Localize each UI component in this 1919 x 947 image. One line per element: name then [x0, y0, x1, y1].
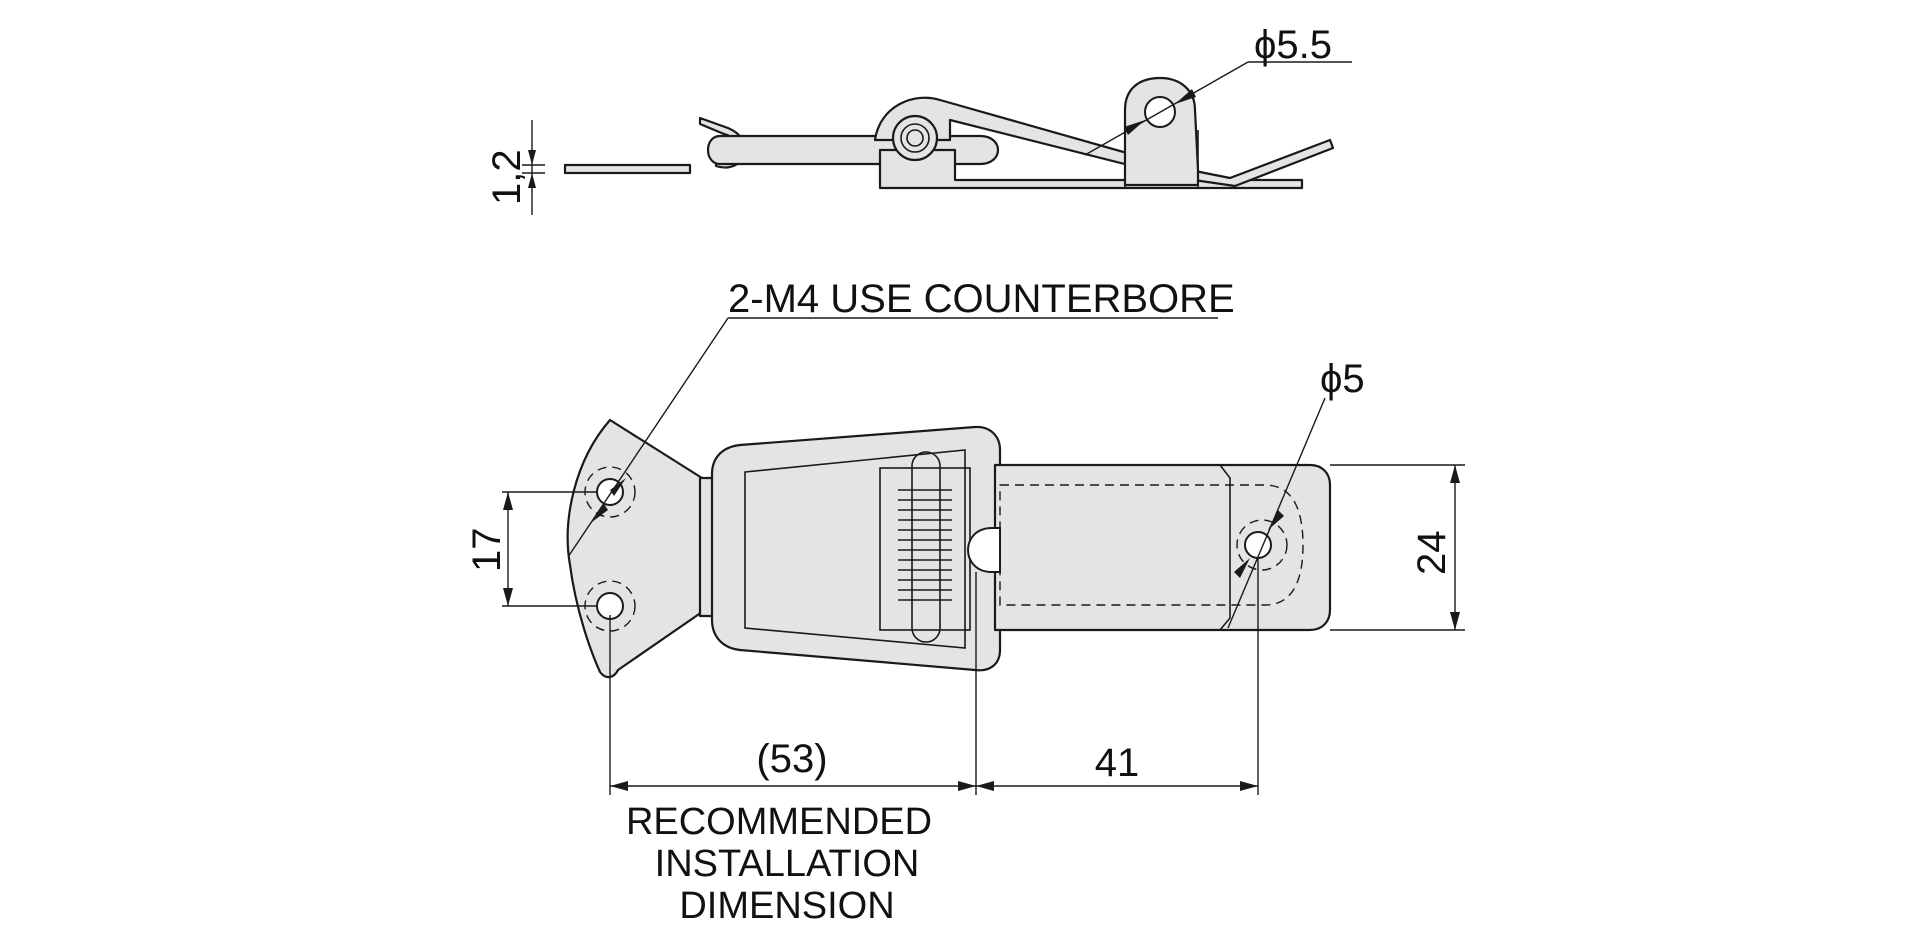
install-arrow-right	[958, 781, 976, 791]
plan-strike-hidden	[999, 484, 1304, 606]
spacing-arrow-bottom	[503, 588, 513, 606]
install-note-line3: DIMENSION	[679, 885, 894, 927]
thickness-arrow-top	[528, 150, 536, 165]
plan-lever-inner	[744, 449, 966, 649]
strike-arrow-right	[1240, 781, 1258, 791]
strike-hole-arrow-2	[1268, 510, 1284, 530]
side-strike-loop	[1123, 76, 1200, 187]
width-label: 24	[1410, 531, 1454, 576]
plan-spring-slot	[911, 451, 941, 643]
install-dim-label: (53)	[756, 737, 827, 781]
strike-dim-label: 41	[1095, 741, 1140, 785]
counterbore-arrow-2	[610, 478, 626, 496]
side-base-strip	[563, 163, 692, 175]
strike-arrow-left	[976, 781, 994, 791]
side-hole-dia-label: ϕ5.5	[1254, 23, 1332, 67]
plan-strike-plate	[993, 463, 1332, 632]
plan-strike-bevel	[1219, 464, 1231, 631]
side-hole-leader	[1084, 61, 1249, 156]
side-hinge-mid	[900, 123, 930, 153]
counterbore-arrow-1	[592, 504, 608, 522]
plan-strike-hole-hidden	[1236, 519, 1288, 571]
plan-lever-frame	[710, 425, 1002, 672]
strike-hole-arrow-1	[1234, 558, 1250, 578]
side-hinge-outer	[891, 114, 939, 162]
width-arrow-top	[1450, 465, 1460, 483]
side-lever	[873, 96, 1335, 188]
strike-hole-dia-label: ϕ5	[1320, 357, 1365, 401]
plan-mount-flange	[566, 418, 704, 679]
side-hole-arrow-right	[1175, 89, 1196, 104]
side-view: 1,2 ϕ5.5	[485, 23, 1352, 215]
plan-mount-hole-top	[596, 478, 624, 506]
install-note-line2: INSTALLATION	[655, 843, 920, 885]
counterbore-leader	[567, 317, 729, 558]
install-note-line1: RECOMMENDED	[626, 801, 932, 843]
plan-view: 2-M4 USE COUNTERBORE ϕ5 17 24 (53) 41	[465, 277, 1465, 927]
thickness-arrow-bottom	[528, 173, 536, 188]
hole-spacing-label: 17	[465, 528, 509, 573]
install-arrow-left	[610, 781, 628, 791]
spacing-arrow-top	[503, 492, 513, 510]
plan-spring-coils	[898, 489, 952, 601]
width-arrow-bottom	[1450, 612, 1460, 630]
side-hole-arrow-left	[1124, 120, 1145, 135]
counterbore-note: 2-M4 USE COUNTERBORE	[728, 277, 1235, 321]
side-hinge-inner	[906, 129, 924, 147]
side-thickness-label: 1,2	[485, 149, 529, 205]
plan-catch-notch	[966, 527, 1001, 573]
